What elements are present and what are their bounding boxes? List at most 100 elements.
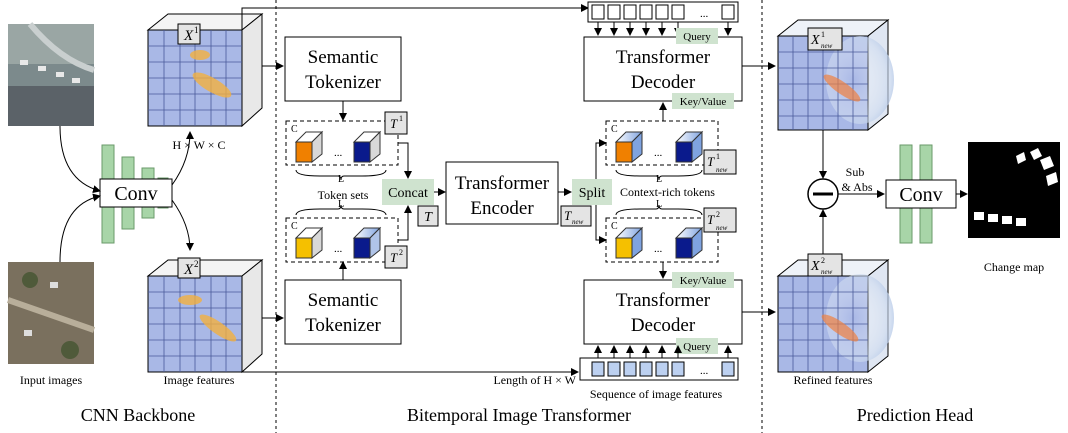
tnew-box (560, 205, 592, 227)
x1-label: X (183, 28, 194, 44)
decoder-bottom-line2: Decoder (631, 315, 696, 336)
t1-label: T (390, 116, 398, 131)
semantic-tokenizer-top (284, 36, 402, 102)
abs-label: & Abs (841, 180, 872, 194)
tnew1-sub: new (716, 166, 728, 174)
x1new-label: X (810, 33, 820, 48)
section-title-head: Prediction Head (857, 405, 973, 425)
concat-label: Concat (388, 186, 428, 201)
image-features-caption: Image features (164, 373, 235, 387)
conv-box-backbone (99, 178, 173, 208)
input-images-caption: Input images (20, 373, 83, 387)
change-map-image (968, 142, 1060, 238)
tokenizer-top-line1: Semantic (308, 47, 379, 68)
feature-cube-x1 (146, 12, 264, 128)
tnew1-sup: 1 (716, 152, 720, 161)
tnew2-dots: ... (654, 243, 663, 255)
conv-box-head (885, 179, 957, 209)
arrow-conv-x2 (171, 199, 194, 251)
section-title-transformer: Bitemporal Image Transformer (407, 405, 631, 425)
x2-label: X (183, 262, 194, 278)
encoder-line2: Encoder (470, 198, 534, 219)
tnew1-dots: ... (654, 147, 663, 159)
query-bottom-box (676, 338, 718, 354)
t1-sup: 1 (399, 114, 403, 123)
tnew1-c-label: C (611, 124, 618, 135)
token-set-t1 (285, 111, 408, 166)
refined-features-caption: Refined features (794, 373, 873, 387)
t1-L-label: L (338, 174, 344, 185)
refined-cube-x2 (776, 253, 894, 374)
keyvalue-top-box (672, 93, 734, 109)
t2-dots: ... (334, 243, 343, 255)
change-map-caption: Change map (984, 260, 1044, 274)
arrow-split-tnew1 (595, 139, 607, 179)
feature-cube-x2 (146, 257, 264, 374)
semantic-tokenizer-bottom (284, 279, 402, 345)
t-token-label: T (424, 210, 433, 225)
context-token-set-2 (605, 204, 737, 263)
sequence-top (587, 1, 739, 36)
t1-dots: ... (334, 147, 343, 159)
keyvalue-bottom-box (672, 272, 734, 288)
query-top-box (676, 28, 718, 44)
sequence-caption: Sequence of image features (590, 387, 723, 401)
context-tokens-caption: Context-rich tokens (620, 185, 715, 199)
t1-c-label: C (291, 124, 298, 135)
sequence-bottom (579, 345, 739, 381)
t1-brace (295, 169, 387, 181)
tokenizer-bottom-line2: Tokenizer (305, 315, 381, 336)
x1new-sup: 1 (821, 30, 825, 39)
x2new-label: X (810, 259, 820, 274)
tnew-sub: new (572, 218, 584, 226)
seq-bottom-dots: ... (700, 365, 709, 377)
t2-sup: 2 (399, 248, 403, 257)
arrow-split-tnew2 (595, 205, 607, 244)
split-box (572, 179, 612, 205)
input-image-1 (8, 22, 95, 126)
t2-c-label: C (291, 221, 298, 232)
t2-L-label: L (338, 199, 344, 210)
tnew1-brace (615, 169, 703, 181)
tnew2-label: T (707, 212, 715, 227)
conv-label-backbone: Conv (114, 183, 157, 205)
tnew2-L-label: L (656, 199, 662, 210)
arrow-conv-x1 (171, 131, 194, 186)
x1new-sub: new (821, 42, 833, 50)
shape-label: H × W × C (172, 138, 225, 152)
t2-label: T (390, 250, 398, 265)
query-top-label: Query (683, 31, 711, 43)
tnew2-sup: 2 (716, 210, 720, 219)
query-bottom-label: Query (683, 341, 711, 353)
tnew1-label: T (707, 154, 715, 169)
arrow-t1-concat (398, 142, 412, 179)
tnew2-c-label: C (611, 221, 618, 232)
decoder-top-line1: Transformer (616, 47, 711, 68)
seq-top-dots: ... (700, 8, 709, 20)
x1-sup: 1 (194, 25, 199, 35)
arrow-img2-conv (59, 193, 101, 263)
context-token-set-1 (605, 120, 737, 175)
split-label: Split (579, 186, 606, 201)
sub-label: Sub (846, 165, 865, 179)
tnew2-sub: new (716, 224, 728, 232)
length-label: Length of H × W (493, 373, 576, 387)
transformer-decoder-bottom (583, 279, 743, 345)
concat-box (382, 179, 434, 205)
tokenizer-bottom-line1: Semantic (308, 290, 379, 311)
token-set-t2 (285, 204, 408, 269)
arrow-img1-conv (59, 125, 101, 193)
encoder-line1: Transformer (455, 173, 550, 194)
arrow-x1-sequence (241, 4, 589, 30)
refined-cube-x1 (776, 18, 894, 132)
decoder-bottom-line1: Transformer (616, 290, 711, 311)
tokenizer-top-line2: Tokenizer (305, 72, 381, 93)
decoder-top-line2: Decoder (631, 72, 696, 93)
section-title-backbone: CNN Backbone (81, 405, 195, 425)
x2new-sub: new (821, 268, 833, 276)
transformer-encoder (445, 161, 559, 225)
input-image-2 (7, 262, 95, 364)
conv-label-head: Conv (899, 184, 942, 206)
arrow-t2-concat (398, 205, 412, 241)
